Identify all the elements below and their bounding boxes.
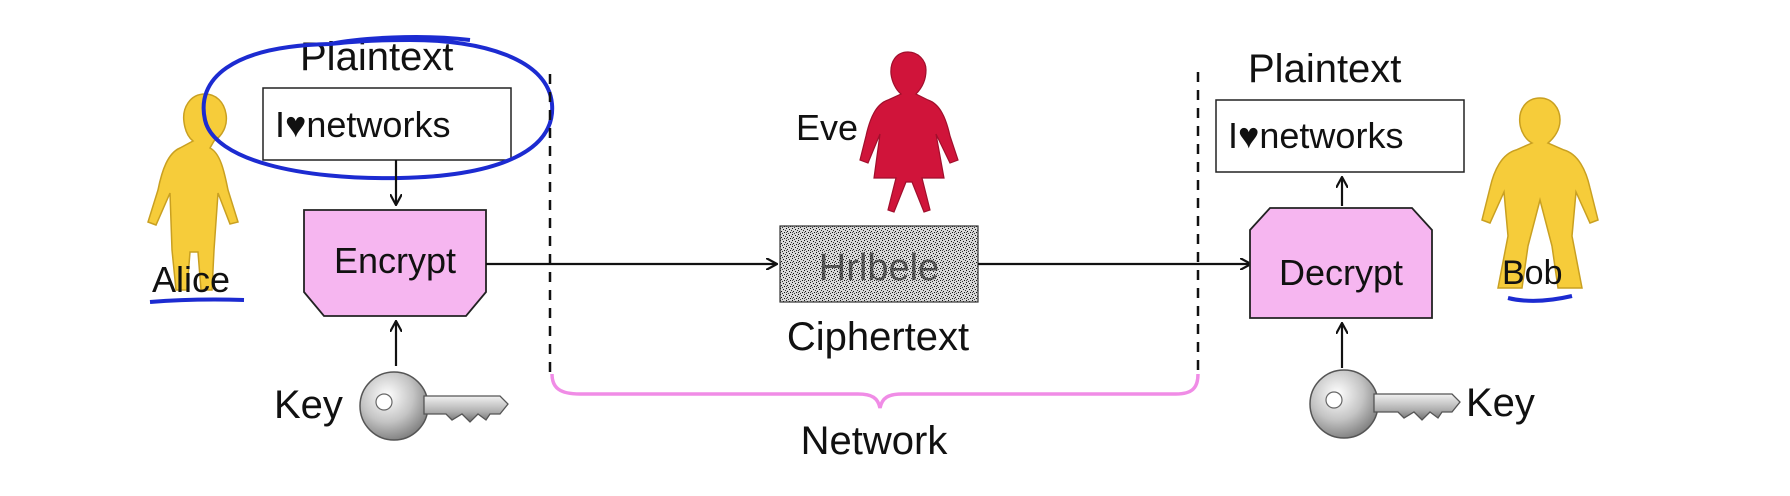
network-brace [550, 373, 1200, 409]
decrypt-box [1249, 207, 1433, 319]
right-key-label: Key [1466, 381, 1535, 425]
circle-annotation [201, 35, 555, 181]
eve-figure [859, 51, 959, 213]
left-key-icon [359, 371, 509, 441]
bob-underline-annotation [1507, 294, 1573, 303]
network-label: Network [801, 419, 949, 463]
alice-figure [147, 93, 239, 291]
right-plaintext-title: Plaintext [1248, 47, 1401, 91]
ciphertext-scrambled-text: Hrlbele [819, 247, 939, 289]
bob-figure [1481, 97, 1599, 289]
eve-name: Eve [796, 107, 858, 148]
bob-name: Bob [1502, 254, 1563, 292]
ciphertext-box [779, 225, 979, 303]
alice-underline-annotation [149, 297, 245, 304]
encrypt-label: Encrypt [334, 240, 456, 281]
alice-name: Alice [152, 259, 230, 300]
left-plaintext-value: I♥networks [275, 104, 450, 145]
right-key-icon [1309, 369, 1461, 439]
left-key-label: Key [274, 383, 343, 427]
decrypt-label: Decrypt [1279, 252, 1403, 293]
right-plaintext-value: I♥networks [1228, 115, 1403, 156]
ciphertext-label: Ciphertext [787, 315, 969, 359]
right-plaintext-box [1215, 99, 1465, 173]
encrypt-box [303, 209, 487, 317]
left-plaintext-box [262, 87, 512, 161]
